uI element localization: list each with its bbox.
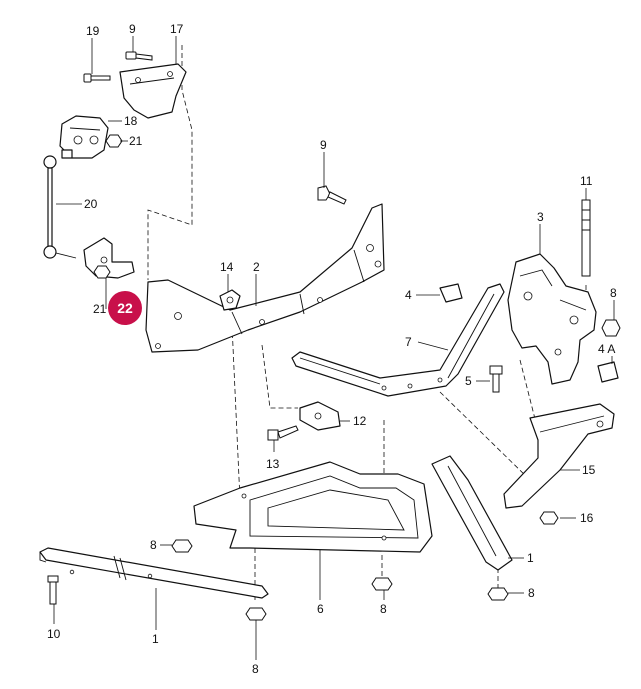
callout-3[interactable]: 3	[537, 210, 544, 224]
bolt-10	[47, 575, 59, 605]
callout-20[interactable]: 20	[84, 197, 98, 211]
nut-8-center	[371, 577, 393, 591]
bolt-19	[83, 73, 111, 83]
nut-16	[539, 511, 559, 525]
bracket-17	[119, 63, 187, 119]
callout-5[interactable]: 5	[465, 374, 472, 388]
highlighted-callout-22[interactable]: 22	[108, 291, 142, 325]
callout-18[interactable]: 18	[124, 114, 138, 128]
nut-8-bottom	[245, 607, 267, 621]
side-member-1-right	[431, 455, 513, 571]
callout-6[interactable]: 6	[317, 602, 324, 616]
sensor-housing-18	[59, 115, 109, 159]
callout-22: 22	[117, 300, 133, 316]
callout-9-top[interactable]: 9	[129, 22, 136, 36]
link-rod-20	[43, 155, 77, 259]
callout-16[interactable]: 16	[580, 511, 594, 525]
nut-8-right-bottom	[487, 587, 509, 601]
bolt-5	[489, 365, 503, 393]
bolt-13	[267, 425, 299, 441]
callout-13[interactable]: 13	[266, 457, 280, 471]
callout-2[interactable]: 2	[253, 260, 260, 274]
callout-15[interactable]: 15	[582, 463, 596, 477]
callout-4[interactable]: 4	[405, 288, 412, 302]
callout-labels: 19 9 17 18 21 20 21 9 11 3 14 2 4 8 7 4 …	[47, 22, 617, 676]
callout-9-mid[interactable]: 9	[320, 138, 327, 152]
callout-1-bottom[interactable]: 1	[152, 632, 159, 646]
crossmember-15	[503, 403, 615, 509]
strut-7	[291, 283, 505, 397]
floor-panel-6	[193, 461, 433, 553]
callout-8-left[interactable]: 8	[150, 538, 157, 552]
callout-8-right-bottom[interactable]: 8	[528, 586, 535, 600]
clip-4a	[597, 361, 619, 383]
rail-1-bottom	[39, 547, 269, 599]
nut-8-right	[601, 319, 621, 337]
callout-1-right[interactable]: 1	[527, 551, 534, 565]
leader-lines	[53, 36, 615, 660]
callout-4a[interactable]: 4 A	[598, 342, 615, 356]
callout-19[interactable]: 19	[86, 24, 100, 38]
callout-17[interactable]: 17	[170, 22, 184, 36]
callout-21-top[interactable]: 21	[129, 134, 143, 148]
bolt-9-top	[125, 51, 153, 61]
callout-11[interactable]: 11	[580, 174, 593, 188]
callout-8-center[interactable]: 8	[380, 602, 387, 616]
callout-8-right[interactable]: 8	[610, 286, 617, 300]
nut-21-bottom	[93, 265, 111, 279]
callout-12[interactable]: 12	[353, 414, 367, 428]
crossmember-2	[145, 203, 385, 353]
bolt-9-mid	[317, 185, 347, 205]
stud-11	[581, 199, 591, 277]
callout-7[interactable]: 7	[405, 335, 412, 349]
carrier-3	[507, 253, 597, 385]
callout-10[interactable]: 10	[47, 627, 61, 641]
callout-8-bottom[interactable]: 8	[252, 662, 259, 676]
callout-14[interactable]: 14	[220, 260, 234, 274]
highlight-badge	[108, 291, 142, 325]
callout-21-bottom[interactable]: 21	[93, 302, 107, 316]
nut-21-top	[105, 134, 123, 148]
clip-4	[439, 283, 463, 303]
nut-8-left	[171, 539, 193, 553]
rubber-mount-14	[219, 289, 241, 311]
bracket-12	[299, 401, 341, 431]
